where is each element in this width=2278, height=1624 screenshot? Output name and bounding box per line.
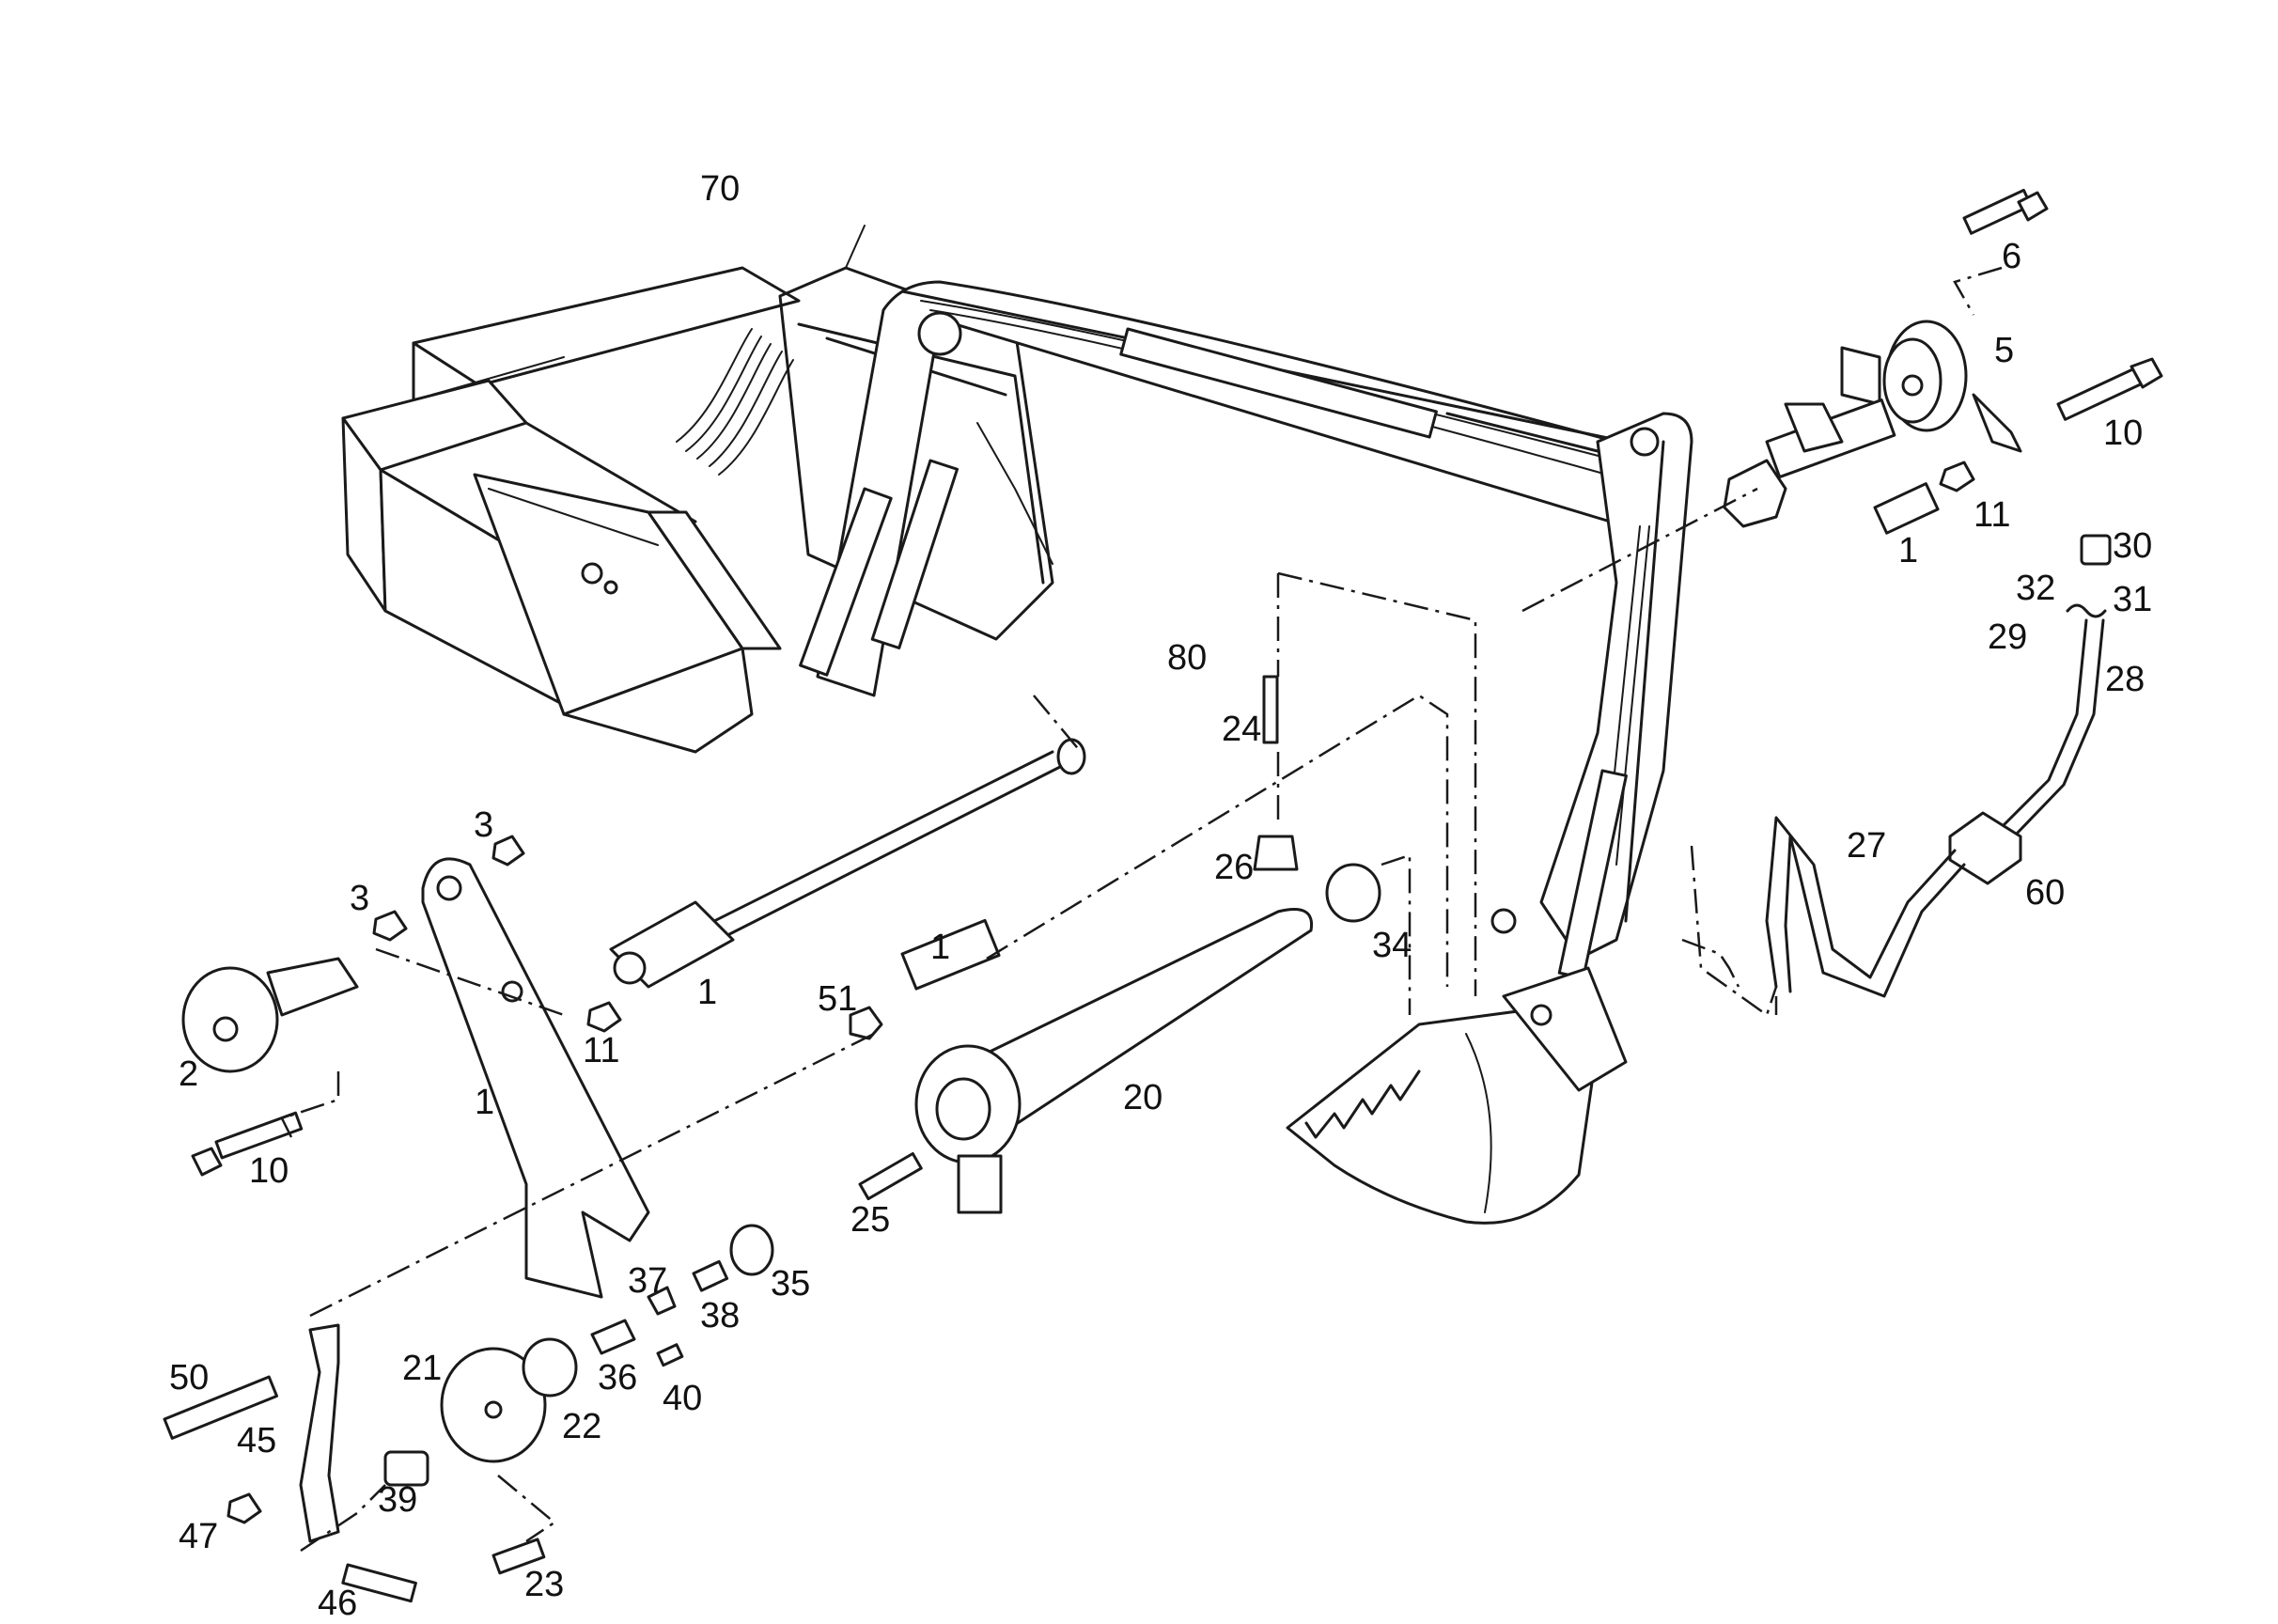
label-29: 29: [1988, 617, 2027, 657]
fitting-37: [647, 1286, 677, 1316]
cylinder-1: [609, 738, 1086, 989]
label-25: 25: [850, 1200, 890, 1240]
fitting-24: [1262, 675, 1279, 744]
label-47: 47: [179, 1517, 218, 1556]
label-70: 70: [700, 169, 740, 209]
nut-3-left: [372, 910, 408, 942]
plate-1: [421, 857, 650, 1299]
label-26: 26: [1214, 848, 1254, 887]
label-50: 50: [169, 1358, 209, 1398]
label-46: 46: [318, 1584, 357, 1623]
label-2: 2: [179, 1054, 198, 1094]
bushing-39: [383, 1450, 429, 1487]
bucket: [1286, 908, 1628, 1225]
tube-20: [914, 908, 1314, 1214]
bolt-10: [2056, 357, 2163, 421]
label-6: 6: [2002, 237, 2021, 276]
seal-35: [729, 1224, 774, 1276]
label-23: 23: [524, 1565, 564, 1604]
label-1-bushing: 1: [930, 928, 950, 967]
label-39: 39: [378, 1480, 417, 1520]
label-38: 38: [700, 1296, 740, 1335]
label-3-left: 3: [350, 879, 369, 918]
link-45: [299, 1323, 340, 1543]
ring-22: [522, 1337, 578, 1398]
bolt-10-left: [191, 1111, 304, 1177]
label-31: 31: [2113, 580, 2152, 619]
nut-3-top: [491, 835, 525, 867]
fitting-36: [590, 1319, 636, 1355]
label-30: 30: [2113, 526, 2152, 566]
label-51: 51: [818, 979, 857, 1019]
flange-2: [181, 957, 359, 1073]
label-5: 5: [1994, 331, 2014, 370]
label-21: 21: [402, 1349, 442, 1388]
label-24: 24: [1222, 710, 1261, 749]
label-35: 35: [771, 1264, 810, 1304]
cap-30: [2080, 534, 2112, 566]
leader-lines: [280, 266, 2003, 1553]
fitting-40: [656, 1343, 684, 1367]
nut-51: [849, 1006, 883, 1040]
bushing-1-mid: [900, 918, 1001, 991]
bolt-50: [163, 1375, 279, 1440]
label-27: 27: [1847, 826, 1886, 866]
label-1-cylinder: 1: [697, 973, 717, 1012]
clamp-60: [1948, 811, 2022, 885]
label-1-right: 1: [1898, 531, 1918, 570]
label-60: 60: [2025, 873, 2065, 913]
bushing-1: [1873, 482, 1940, 535]
label-34: 34: [1372, 926, 1412, 965]
bolt-23: [491, 1538, 546, 1575]
label-40: 40: [663, 1379, 702, 1418]
label-11-left: 11: [583, 1031, 619, 1070]
label-37: 37: [628, 1261, 667, 1301]
boom-arm: [799, 280, 1693, 980]
label-20: 20: [1123, 1078, 1162, 1117]
part-labels: 70 80 6 5 10 11 1 30 32 31 29 28 24 26 2…: [169, 169, 2152, 1623]
nut-11-left: [586, 1001, 622, 1033]
label-11-right: 11: [1974, 495, 2010, 535]
nut-11: [1939, 461, 1975, 492]
parts: [163, 188, 2163, 1603]
label-80: 80: [1167, 638, 1207, 678]
label-36: 36: [598, 1358, 637, 1398]
label-32: 32: [2016, 569, 2055, 608]
label-10-left: 10: [249, 1151, 289, 1191]
label-45: 45: [237, 1421, 276, 1460]
label-1-plate: 1: [475, 1083, 494, 1122]
bolt-6: [1962, 188, 2049, 235]
excavator-body: [341, 225, 1054, 754]
cap-34: [1325, 863, 1381, 923]
label-28: 28: [2105, 660, 2145, 699]
label-10-right: 10: [2103, 414, 2143, 453]
pin-25: [858, 1152, 923, 1201]
bolt-46: [341, 1563, 417, 1603]
pin-shaft: [1723, 398, 1896, 528]
label-22: 22: [562, 1407, 601, 1446]
nut-47: [226, 1492, 262, 1524]
fitting-26: [1253, 835, 1299, 871]
fitting-38: [692, 1259, 729, 1292]
flange-5: [1840, 320, 2022, 453]
label-3-top: 3: [474, 805, 493, 845]
